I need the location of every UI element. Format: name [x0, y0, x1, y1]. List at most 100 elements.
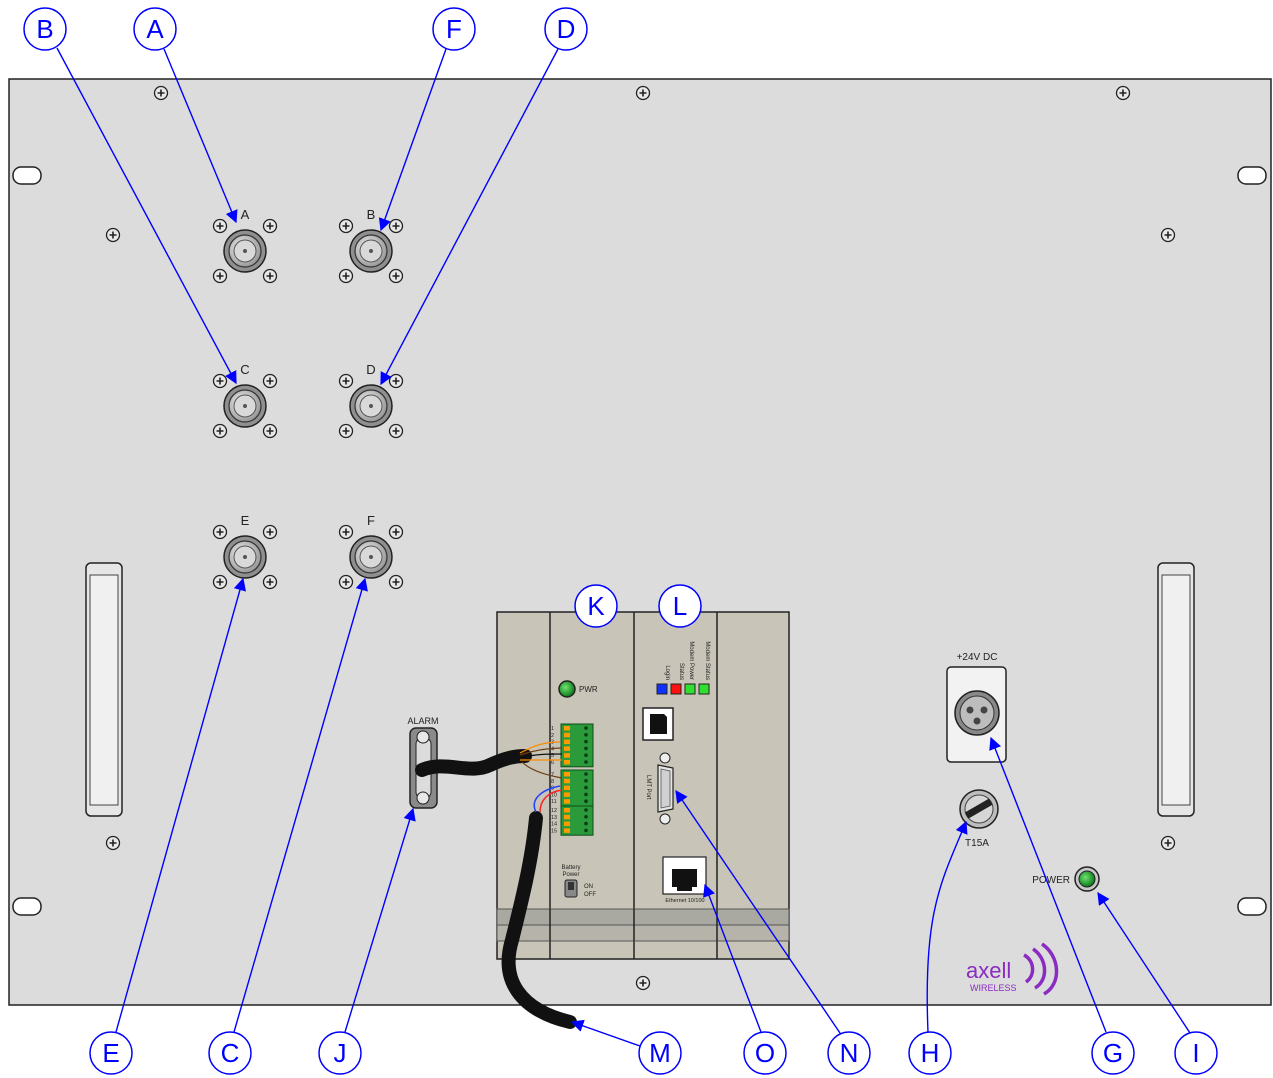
- callout-label: G: [1103, 1038, 1123, 1068]
- rf-connectors: A B C D E F: [212, 207, 404, 590]
- led-modem-power-label-2: Status: [678, 663, 684, 680]
- callout-n: N: [827, 1031, 871, 1075]
- screw-icon: [153, 85, 169, 101]
- callout-label: O: [755, 1038, 775, 1068]
- led-modem-status-label: Modem Status: [704, 641, 710, 680]
- port-label-e: E: [241, 513, 250, 528]
- arrow-a: [163, 48, 238, 224]
- power-led-lens: [1078, 870, 1096, 888]
- port-label-a: A: [241, 207, 250, 222]
- rf-connector-e[interactable]: E: [212, 513, 278, 590]
- callout-label: D: [557, 14, 576, 44]
- callout-c: C: [208, 1031, 252, 1075]
- callout-label: L: [673, 591, 687, 621]
- callout-j: J: [318, 1031, 362, 1075]
- battery-power-label-1: Battery: [561, 865, 580, 871]
- rf-connector-f[interactable]: F: [338, 513, 404, 590]
- led-modem-power-status: [670, 683, 682, 695]
- alarm-label: ALARM: [407, 716, 438, 726]
- battery-power-label-2: Power: [562, 872, 579, 878]
- callout-f: F: [432, 7, 476, 51]
- terminal-number: 7: [551, 772, 554, 778]
- terminal-number: 6: [551, 760, 554, 766]
- callout-g: G: [1091, 1031, 1135, 1075]
- callout-o: O: [743, 1031, 787, 1075]
- terminal-number: 10: [551, 792, 557, 798]
- led-login-label: Login: [664, 665, 670, 680]
- arrow-o: [703, 883, 762, 1033]
- battery-cable: [501, 785, 577, 1029]
- terminal-number: 4: [551, 746, 554, 752]
- rf-connector-b[interactable]: B: [338, 207, 404, 284]
- screw-icon: [1160, 835, 1176, 851]
- terminal-number: 12: [551, 808, 557, 814]
- ethernet-port[interactable]: [662, 856, 707, 895]
- left-handle: [85, 562, 123, 817]
- terminal-number: 13: [551, 815, 557, 821]
- callout-label: H: [921, 1038, 940, 1068]
- led-modem-status-1: [684, 683, 696, 695]
- screw-icon: [105, 835, 121, 851]
- arrow-d: [380, 48, 559, 386]
- callout-d: D: [544, 7, 588, 51]
- callout-label: B: [36, 14, 53, 44]
- right-handle: [1157, 562, 1195, 817]
- arrow-b: [56, 47, 237, 385]
- mounting-slots: [12, 166, 1267, 916]
- dc-input-connector[interactable]: [946, 666, 1007, 763]
- ethernet-label: Ethernet 10/100: [665, 898, 704, 904]
- led-modem-status-2: [698, 683, 710, 695]
- callout-label: K: [587, 591, 605, 621]
- callout-m: M: [638, 1031, 682, 1075]
- callout-e: E: [89, 1031, 133, 1075]
- fuse-holder[interactable]: [959, 789, 999, 829]
- rf-connector-d[interactable]: D: [338, 362, 404, 439]
- pwr-led: [558, 680, 576, 698]
- terminal-number: 5: [551, 753, 554, 759]
- port-label-c: C: [240, 362, 249, 377]
- arrow-h: [926, 820, 968, 1033]
- brand-name: axell: [966, 958, 1011, 983]
- terminal-number: 14: [551, 822, 557, 828]
- modem-module: Login Modem Power Status Modem Status LM…: [642, 641, 710, 904]
- axell-logo: axell WIRELESS: [966, 942, 1059, 996]
- usb-port[interactable]: [642, 707, 674, 741]
- screw-icon: [635, 975, 651, 991]
- module-rack: [496, 611, 790, 960]
- callout-label: E: [102, 1038, 119, 1068]
- callout-label: A: [146, 14, 164, 44]
- callout-label: C: [221, 1038, 240, 1068]
- battery-power-switch[interactable]: [564, 879, 578, 898]
- rf-connector-a[interactable]: A: [212, 207, 278, 284]
- callout-label: J: [334, 1038, 347, 1068]
- terminal-number: 15: [551, 828, 557, 834]
- lmt-port-label: LMT Port: [645, 775, 651, 800]
- dc-input-label: +24V DC: [957, 652, 998, 663]
- switch-on-label: ON: [584, 884, 593, 890]
- brand-subtitle: WIRELESS: [970, 983, 1017, 993]
- pwr-label: PWR: [579, 685, 598, 694]
- screw-icon: [105, 227, 121, 243]
- arrow-n: [675, 789, 841, 1034]
- callout-b: B: [23, 7, 67, 51]
- callout-i: I: [1174, 1031, 1218, 1075]
- arrow-c: [233, 577, 368, 1033]
- alarm-cable: [415, 741, 563, 779]
- led-modem-power-label-1: Modem Power: [688, 641, 694, 680]
- terminal-number: 8: [551, 779, 554, 785]
- fuse-label: T15A: [965, 838, 989, 849]
- screw-icon: [1115, 85, 1131, 101]
- lmt-port[interactable]: [657, 752, 674, 825]
- arrow-i: [1097, 891, 1191, 1034]
- arrow-e: [115, 577, 247, 1033]
- callout-label: I: [1192, 1038, 1199, 1068]
- rf-connector-c[interactable]: C: [212, 362, 278, 439]
- callout-l: L: [658, 584, 702, 628]
